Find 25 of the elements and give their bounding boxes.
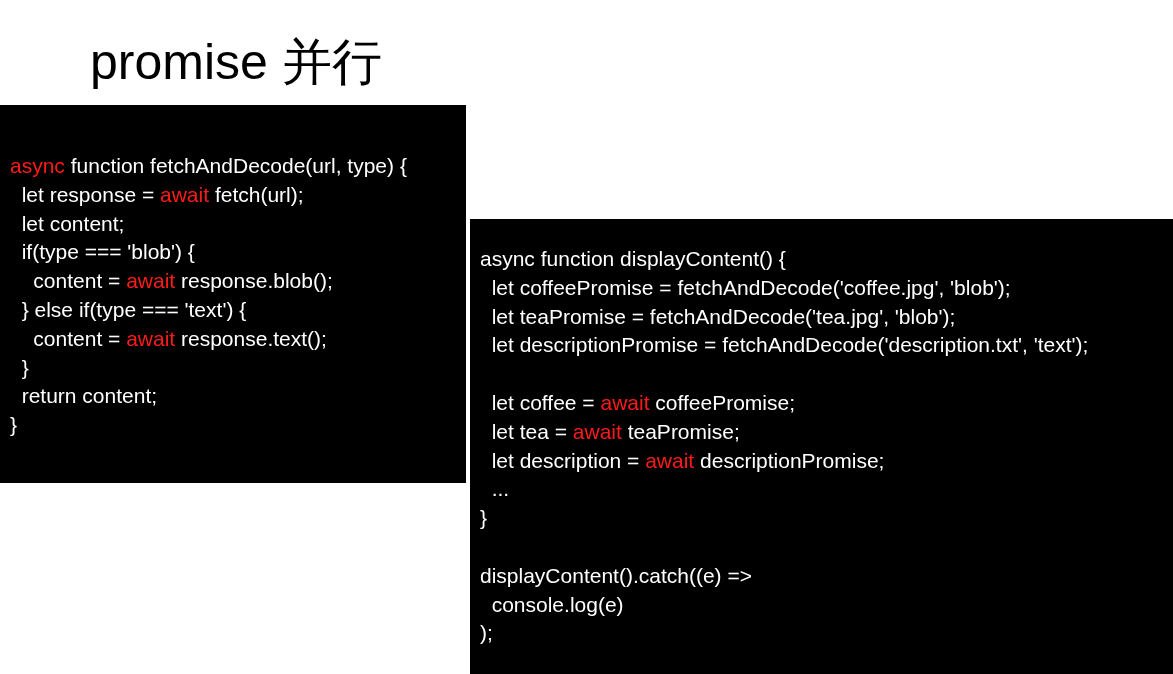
code-line: let description = await descriptionPromise; bbox=[490, 447, 885, 474]
code-line: } bbox=[20, 354, 29, 381]
code-line: } else if(type === 'text') { bbox=[20, 297, 247, 323]
code-line: console.log(e) bbox=[490, 591, 624, 618]
code-line: let content; bbox=[20, 210, 125, 237]
code-line: ... bbox=[490, 476, 510, 503]
code-line: content = await response.text(); bbox=[32, 325, 327, 352]
code-line: let descriptionPromise = fetchAndDecode('description.txt', 'text'); bbox=[490, 332, 1089, 359]
code-panel bbox=[470, 219, 1173, 674]
code-line: let coffee = await coffeePromise; bbox=[490, 390, 795, 416]
code-line: async function fetchAndDecode(url, type) { bbox=[10, 153, 407, 179]
code-line: let tea = await teaPromise; bbox=[490, 418, 740, 445]
code-line: let response = await fetch(url); bbox=[20, 181, 304, 208]
code-line: let teaPromise = fetchAndDecode('tea.jpg', 'blob'); bbox=[490, 303, 956, 330]
code-line: let coffeePromise = fetchAndDecode('coffee.jpg', 'blob'); bbox=[490, 274, 1011, 301]
slide-title: promise 并行 bbox=[90, 33, 382, 92]
code-line: if(type === 'blob') { bbox=[20, 239, 195, 266]
code-line: return content; bbox=[20, 383, 158, 410]
code-line: ); bbox=[480, 620, 493, 647]
code-panel bbox=[0, 105, 466, 483]
code-line: } bbox=[480, 505, 487, 532]
code-line: } bbox=[10, 412, 17, 439]
code-line: displayContent().catch((e) => bbox=[480, 562, 752, 589]
code-line: async function displayContent() { bbox=[480, 246, 786, 272]
code-line: content = await response.blob(); bbox=[32, 268, 333, 295]
